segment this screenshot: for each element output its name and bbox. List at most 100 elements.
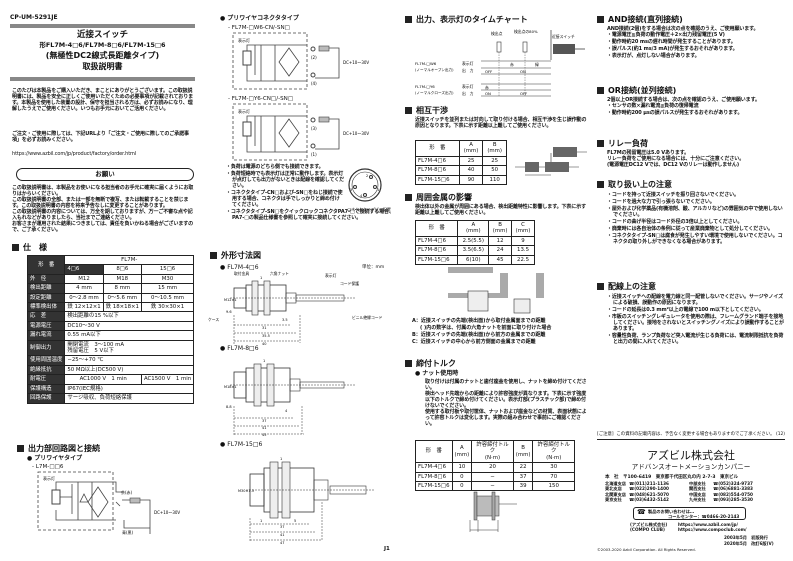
table-cell: FL7M-8□6 (414, 245, 459, 256)
dimension-drawing-8: 1 M18×1 8.8 4 37 41 45 (224, 359, 355, 437)
spec-cell: 鉄 12×12×1 (64, 302, 104, 313)
note-item: コネクタタイプ-CN□および-SN□をねじ接続で使用する場合、コネクタは手でしっ… (226, 190, 344, 208)
pin-label: (4) (311, 81, 317, 86)
table-cell: 9 (511, 235, 535, 247)
handling-item: 屋外および化学薬品(有機溶剤、酸、アルカリなど)の雰囲気の中で使用しないでくださ… (607, 206, 787, 218)
notice-text: この資料の記載内容は、予告なく変更する場合もありますのでご了承ください。 (616, 432, 775, 437)
spec-label: 回路保護 (26, 393, 66, 404)
pin-layout-label: コネクタタイプピン配置 (347, 207, 391, 212)
dim-model-4: FL7M-4□6 (220, 264, 258, 272)
supply-label: DC+10〜30V (343, 60, 369, 65)
doc-code: CP-UM-5291JE (10, 14, 58, 21)
column-header: B (mm) (512, 439, 534, 464)
plus-label: 茶(赤) (121, 489, 133, 495)
request-para: この取扱説明書は、本製品をお使いになる担当者のお手元に確実に届くようにお取りはか… (12, 185, 194, 197)
request-title: お願い (16, 168, 194, 181)
switch-label: 近接スイッチ (552, 34, 575, 39)
column-header: A (mm) (451, 439, 473, 464)
dim-value: 3.5 (282, 318, 288, 322)
wiring-list: 近接スイッチへの配線を電力線と同一配管しないでください。サージやノイズによる破損… (607, 294, 787, 346)
timechart-diagram: 検出点 検出点の80% 近接スイッチ FL7M-□W6 (ノーマルオープン出力)… (415, 29, 585, 97)
company-name: アズビル株式会社 (647, 449, 735, 462)
spec-cell: 50 MΩ以上(DC500 V) (64, 364, 195, 376)
percent-label: 検出点の80% (514, 29, 538, 34)
spec-line: 残留電圧 5 V以下 (67, 348, 114, 355)
state-on: ON (520, 69, 526, 74)
compo-url[interactable]: https://www.compoclub.com/ (678, 527, 747, 533)
column-header: 形 番 (414, 220, 459, 237)
table-cell: 22 (512, 462, 534, 473)
label-nut: 六角ナット (270, 271, 289, 276)
websites: (アズビル株式会社)https://www.azbil.com/jp/ (COM… (630, 522, 768, 532)
spec-label: 電源電圧 (26, 320, 66, 332)
note-item: 負荷短絡時でも表示灯は正常に動作します。表示灯が点灯しても出力がないときは配線を… (226, 171, 344, 189)
and-text: AND接続(2個)をする場合は次の点を確認のうえ、ご使用願います。 (607, 26, 759, 32)
request-para: この取扱説明書の全部、または一部を無断で複写、または転載することを禁じます。この… (12, 197, 189, 209)
table-cell: 2.5(5.5) (457, 235, 490, 247)
table-cell: FL7M-15□6 (415, 481, 453, 492)
note: B：近接スイッチの先端(検出面)から前方の金属までの距離 (412, 332, 546, 338)
azbil-url[interactable]: https://www.azbil.com/jp/ (678, 522, 739, 527)
note: C：近接スイッチの中心から前方側面の金属までの距離 (412, 339, 536, 345)
wiring-item: 容量性負荷、ランプ負荷など突入電流が生じる負荷には、電流制限抵抗を負荷と出力の間… (607, 333, 787, 345)
pin-label: (3) (311, 126, 317, 131)
table-cell: FL7M-4□6 (415, 155, 460, 167)
torque-diagram (469, 491, 517, 532)
spec-cell: 鉄 30×30×1 (140, 302, 195, 313)
table-cell: FL7M-8□6 (415, 471, 453, 483)
dim-value: 40 (262, 342, 266, 346)
dim-value: 37 (262, 419, 266, 423)
spec-label: 外 径 (26, 273, 66, 285)
wiring-heading: 配線上の注意 (597, 282, 656, 292)
branch-list: 北海道支店☎(011)211-1136 中部支社☎(052)324-9737 東… (605, 481, 785, 503)
doc-models: 形FL7M-4□6/FL7M-8□6/FL7M-15□6 (39, 41, 166, 49)
dim-value: 8.8 (226, 405, 232, 409)
torque-para: 使用する取付板や取付筐体、ナットおよび座金などの材質、表面状態によって許容トルク… (425, 409, 587, 427)
column-header: A (mm) (457, 220, 490, 237)
spec-series: FL7M- (64, 254, 195, 266)
doc-subtitle: (無極性DC2線式長距離タイプ) (45, 51, 160, 60)
dim-value: M12×1 (224, 298, 237, 302)
note: A：近接スイッチの先端(検出面)から取付金属面までの距離 (412, 318, 546, 324)
branch-phone: ☎(03)6432-5142 (629, 497, 669, 503)
table-cell: 20 (471, 462, 514, 473)
dim-value: 37 (280, 525, 284, 529)
request-text: この取扱説明書は、本製品をお使いになる担当者のお手元に確実に届くようにお取りはか… (12, 185, 194, 233)
branch-name: 北関東支店 (605, 491, 626, 497)
spec-cell: IP67(IEC規格) (64, 383, 195, 395)
pin-number: 1 (377, 188, 379, 192)
torque-text: 取り付けは付属のナットと歯付座金を使用し、ナットを締め付けてください。 検出ヘッ… (425, 379, 587, 427)
dim-value: 45 (262, 433, 266, 437)
table-cell: − (471, 481, 514, 492)
table-cell: 90 (458, 174, 484, 186)
no-type: (ノーマルオープン出力) (415, 67, 454, 72)
spec-cell: 15 mm (140, 283, 195, 294)
unit-label: 単位：mm (362, 265, 385, 270)
pin-number: 2 (366, 174, 368, 178)
dim-value: 1 (280, 457, 282, 461)
spec-cell: 0.55 mA以下 (64, 330, 195, 341)
spec-label: 使用周囲温度 (26, 355, 66, 366)
state-red: 赤 (485, 85, 489, 90)
branch-name: 北海道支店 (605, 481, 626, 486)
dim-value: 1 (263, 359, 265, 363)
torque-heading: 締付トルク (405, 359, 456, 369)
wiring-item: コードの延長は0.3 mm²以上の電線で100 m以下としてください。 (607, 307, 787, 313)
output-label: 出 力 (462, 91, 474, 96)
spec-cell: DC10〜30 V (64, 320, 195, 332)
spec-cell: M18 (102, 273, 142, 285)
table-cell: 45 (488, 254, 513, 266)
order-url[interactable]: https://www.azbil.com/jp/product/factory… (12, 151, 137, 157)
output-circuit-heading: 出力部回路図と接続 (17, 444, 100, 454)
column-header: 許容締付トルク (N·m) (532, 439, 575, 464)
table-cell: 24 (488, 245, 513, 256)
spec-label: 検出距離 (26, 283, 66, 294)
branch-name: 中国支店 (689, 491, 706, 497)
pin-number: 3 (350, 188, 352, 192)
contact-box: ☎ 製品のお問い合わせは… コールセンター：☎0466-20-2143 (633, 507, 746, 520)
